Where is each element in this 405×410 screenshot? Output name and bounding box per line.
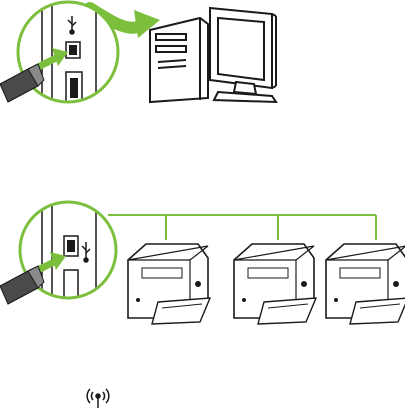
port-zoom-circle: [18, 0, 118, 115]
wireless-panel: [0, 388, 405, 410]
desktop-computer-icon: [150, 8, 276, 102]
usb-to-printers-illustration: [0, 200, 405, 310]
usb-flash-drive-icon: [0, 266, 44, 304]
usb-to-computer-illustration: [0, 0, 405, 115]
printer-icon: [234, 244, 316, 324]
usb-to-printers-panel: [0, 200, 405, 310]
printer-icon: [326, 244, 405, 324]
port-zoom-circle: [20, 200, 116, 310]
usb-to-computer-panel: [0, 0, 405, 115]
wireless-icon: [87, 389, 109, 408]
printer-icon: [128, 244, 210, 324]
wireless-illustration: [0, 388, 405, 410]
network-connector-lines: [108, 215, 376, 240]
